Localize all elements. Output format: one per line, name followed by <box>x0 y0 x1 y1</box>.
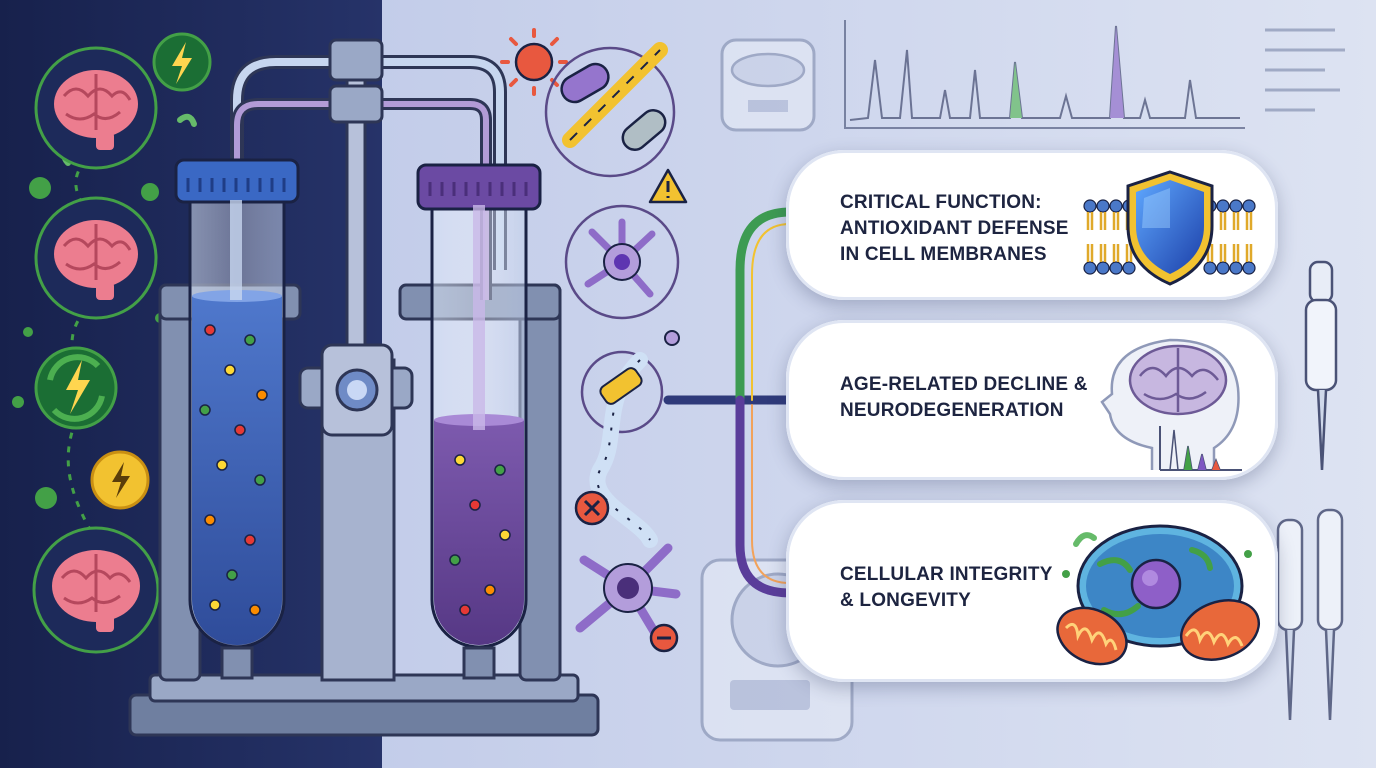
pipette-icon <box>1304 260 1338 471</box>
centrifuge-icon <box>720 38 816 132</box>
test-tube-icon <box>416 163 542 680</box>
card-title: CELLULAR INTEGRITY & LONGEVITY <box>840 562 1053 614</box>
recycle-lightning-icon <box>34 346 118 430</box>
minus-icon <box>649 623 679 653</box>
chromatogram-icon <box>844 20 1245 129</box>
card-title-line: CRITICAL FUNCTION: <box>840 192 1042 213</box>
lightning-icon <box>152 32 212 92</box>
card-title-line: CELLULAR INTEGRITY <box>840 564 1053 585</box>
card-title-line: AGE-RELATED DECLINE & <box>840 374 1088 395</box>
neuron-icon <box>564 204 680 320</box>
brain-icon <box>32 526 160 654</box>
test-tube-icon <box>174 158 300 680</box>
warning-icon <box>648 168 688 204</box>
virus-icon <box>500 28 568 96</box>
card-title: AGE-RELATED DECLINE & NEURODEGENERATION <box>840 372 1088 424</box>
card-title-line: & LONGEVITY <box>840 590 971 611</box>
valve-icon <box>298 38 414 437</box>
head-brain-icon <box>1100 338 1240 470</box>
neuron-icon <box>575 543 681 643</box>
card-title-line: NEURODEGENERATION <box>840 400 1064 421</box>
card-cellular-integrity: CELLULAR INTEGRITY & LONGEVITY <box>786 500 1278 682</box>
battery-icon <box>90 450 150 510</box>
pipette-icon <box>1276 508 1344 721</box>
brain-icon <box>34 46 158 170</box>
head-brain-art <box>1100 338 1242 471</box>
chromatogram-icon <box>1159 426 1242 471</box>
cell-art <box>1056 524 1261 666</box>
brain-icon <box>34 196 158 320</box>
card-title-line: ANTIOXIDANT DEFENSE <box>840 218 1069 239</box>
card-title: CRITICAL FUNCTION: ANTIOXIDANT DEFENSE I… <box>840 190 1069 268</box>
report-lines <box>1265 28 1345 112</box>
membrane-shield-art <box>1083 170 1256 286</box>
mitochondria-icon <box>1056 599 1261 666</box>
shield-icon <box>1126 170 1214 286</box>
card-age-related-decline: AGE-RELATED DECLINE & NEURODEGENERATION <box>786 320 1278 480</box>
error-icon <box>574 490 610 526</box>
myelin-icon <box>580 330 680 548</box>
bacteria-icon <box>544 42 676 178</box>
card-antioxidant-defense: CRITICAL FUNCTION: ANTIOXIDANT DEFENSE I… <box>786 150 1278 300</box>
card-title-line: IN CELL MEMBRANES <box>840 244 1047 265</box>
